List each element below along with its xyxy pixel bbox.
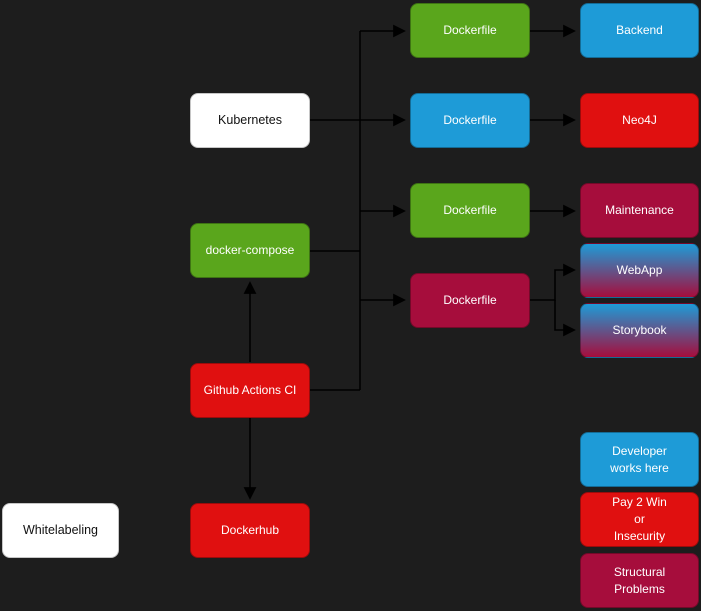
node-storybook: Storybook <box>580 303 699 358</box>
node-backend: Backend <box>580 3 699 58</box>
legend-developer-works-here: Developer works here <box>580 432 699 487</box>
node-github-actions-ci: Github Actions CI <box>190 363 310 418</box>
node-dockerfile-neo4j: Dockerfile <box>410 93 530 148</box>
node-dockerfile-backend: Dockerfile <box>410 3 530 58</box>
node-dockerhub: Dockerhub <box>190 503 310 558</box>
node-whitelabeling: Whitelabeling <box>2 503 119 558</box>
legend-structural-problems: Structural Problems <box>580 553 699 608</box>
node-webapp: WebApp <box>580 243 699 298</box>
node-dockerfile-maintenance: Dockerfile <box>410 183 530 238</box>
node-docker-compose: docker-compose <box>190 223 310 278</box>
node-neo4j: Neo4J <box>580 93 699 148</box>
edge-dockerfile-to-webapp <box>530 263 576 301</box>
node-dockerfile-webapp: Dockerfile <box>410 273 530 328</box>
legend-pay-2-win-insecurity: Pay 2 Win or Insecurity <box>580 492 699 547</box>
node-maintenance: Maintenance <box>580 183 699 238</box>
edge-dockerfile-to-storybook <box>554 300 576 337</box>
node-kubernetes: Kubernetes <box>190 93 310 148</box>
